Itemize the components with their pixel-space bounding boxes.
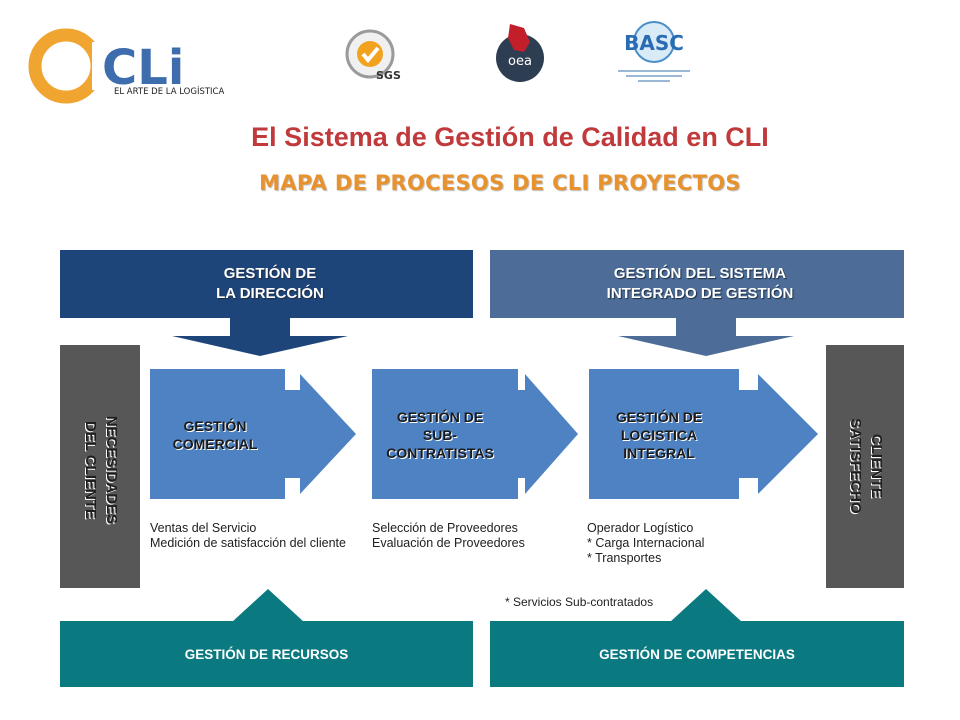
- recursos-label: GESTIÓN DE RECURSOS: [184, 647, 349, 662]
- comercial-label: GESTIÓN COMERCIAL: [160, 417, 270, 453]
- competencias-bar: [490, 621, 904, 687]
- satisfecho-label-line1: CLIENTE: [868, 433, 885, 499]
- logistica-label-line2: LOGISTICA: [620, 427, 698, 443]
- satisfecho-box: [826, 345, 904, 588]
- direccion-label-line2: LA DIRECCIÓN: [216, 285, 324, 302]
- logo-name: CLi: [102, 40, 184, 96]
- subcontratistas-label-line2: SUB-: [422, 427, 458, 443]
- oea-peru-seal-icon: oea: [492, 18, 548, 84]
- comercial-label-line1: GESTIÓN: [183, 418, 247, 434]
- sgs-certification-seal-icon: SGS: [342, 27, 402, 85]
- sistema-integrado-bar: [490, 250, 904, 318]
- comercial-detail-1: Ventas del Servicio: [150, 521, 257, 535]
- comercial-arrow: [285, 374, 356, 494]
- logistica-box: [589, 369, 739, 499]
- page-title: El Sistema de Gestión de Calidad en CLI: [251, 122, 769, 152]
- logistica-detail-3: * Transportes: [587, 551, 662, 565]
- subcontratistas-label-line3: CONTRATISTAS: [386, 445, 494, 461]
- logistica-label-line1: GESTIÓN DE: [615, 409, 703, 425]
- page-subtitle: MAPA DE PROCESOS DE CLI PROYECTOS: [259, 171, 741, 195]
- cli-logo-mark-icon: CLi: [28, 28, 184, 104]
- direccion-down-arrow: [172, 318, 348, 356]
- logistica-details: Operador Logístico * Carga Internacional…: [587, 521, 767, 566]
- comercial-details: Ventas del Servicio Medición de satisfac…: [150, 521, 380, 551]
- sistema-down-arrow: [618, 318, 794, 356]
- satisfecho-label: CLIENTE SATISFECHO: [843, 386, 887, 546]
- necesidades-box: [60, 345, 140, 588]
- necesidades-label: NECESIDADES DEL CLIENTE: [78, 390, 122, 550]
- subcontratistas-label-line1: GESTIÓN DE: [396, 409, 484, 425]
- subcontratistas-details: Selección de Proveedores Evaluación de P…: [372, 521, 572, 551]
- logistica-label-line3: INTEGRAL: [623, 445, 695, 461]
- necesidades-label-line2: DEL CLIENTE: [82, 420, 99, 520]
- basc-logo-icon: BASC: [612, 18, 696, 88]
- direccion-bar: [60, 250, 473, 318]
- satisfecho-label-line2: SATISFECHO: [847, 418, 864, 514]
- subcontratistas-box: [372, 369, 518, 499]
- oea-label: oea: [508, 54, 532, 69]
- basc-label: BASC: [624, 31, 684, 55]
- subcontracted-note: * Servicios Sub-contratados: [505, 595, 654, 609]
- logistica-detail-2: * Carga Internacional: [587, 536, 705, 550]
- logistica-detail-1: Operador Logístico: [587, 521, 694, 535]
- subcontratistas-detail-2: Evaluación de Proveedores: [372, 536, 525, 550]
- sistema-integrado-label-line1: GESTIÓN DEL SISTEMA: [613, 265, 787, 282]
- comercial-detail-2: Medición de satisfacción del cliente: [150, 536, 346, 550]
- sistema-integrado-label: GESTIÓN DEL SISTEMA INTEGRADO DE GESTIÓN: [570, 264, 830, 304]
- recursos-bar: [60, 621, 473, 687]
- cli-logo: CLi EL ARTE DE LA LOGÍSTICA: [20, 22, 224, 104]
- comercial-label-line2: COMERCIAL: [172, 436, 258, 452]
- subcontratistas-detail-1: Selección de Proveedores: [372, 521, 518, 535]
- logistica-label: GESTIÓN DE LOGISTICA INTEGRAL: [596, 408, 722, 462]
- necesidades-label-line1: NECESIDADES: [103, 415, 120, 525]
- subcontratistas-label: GESTIÓN DE SUB- CONTRATISTAS: [372, 408, 508, 462]
- sgs-label: SGS: [376, 69, 401, 82]
- subcontratistas-arrow: [518, 374, 578, 494]
- comercial-box: [150, 369, 285, 499]
- logo-tagline: EL ARTE DE LA LOGÍSTICA: [114, 87, 225, 97]
- direccion-label-line1: GESTIÓN DE: [223, 265, 317, 282]
- direccion-label: GESTIÓN DE LA DIRECCIÓN: [150, 264, 390, 304]
- competencias-label: GESTIÓN DE COMPETENCIAS: [599, 647, 795, 662]
- sistema-integrado-label-line2: INTEGRADO DE GESTIÓN: [606, 285, 794, 302]
- logistica-arrow: [739, 374, 818, 494]
